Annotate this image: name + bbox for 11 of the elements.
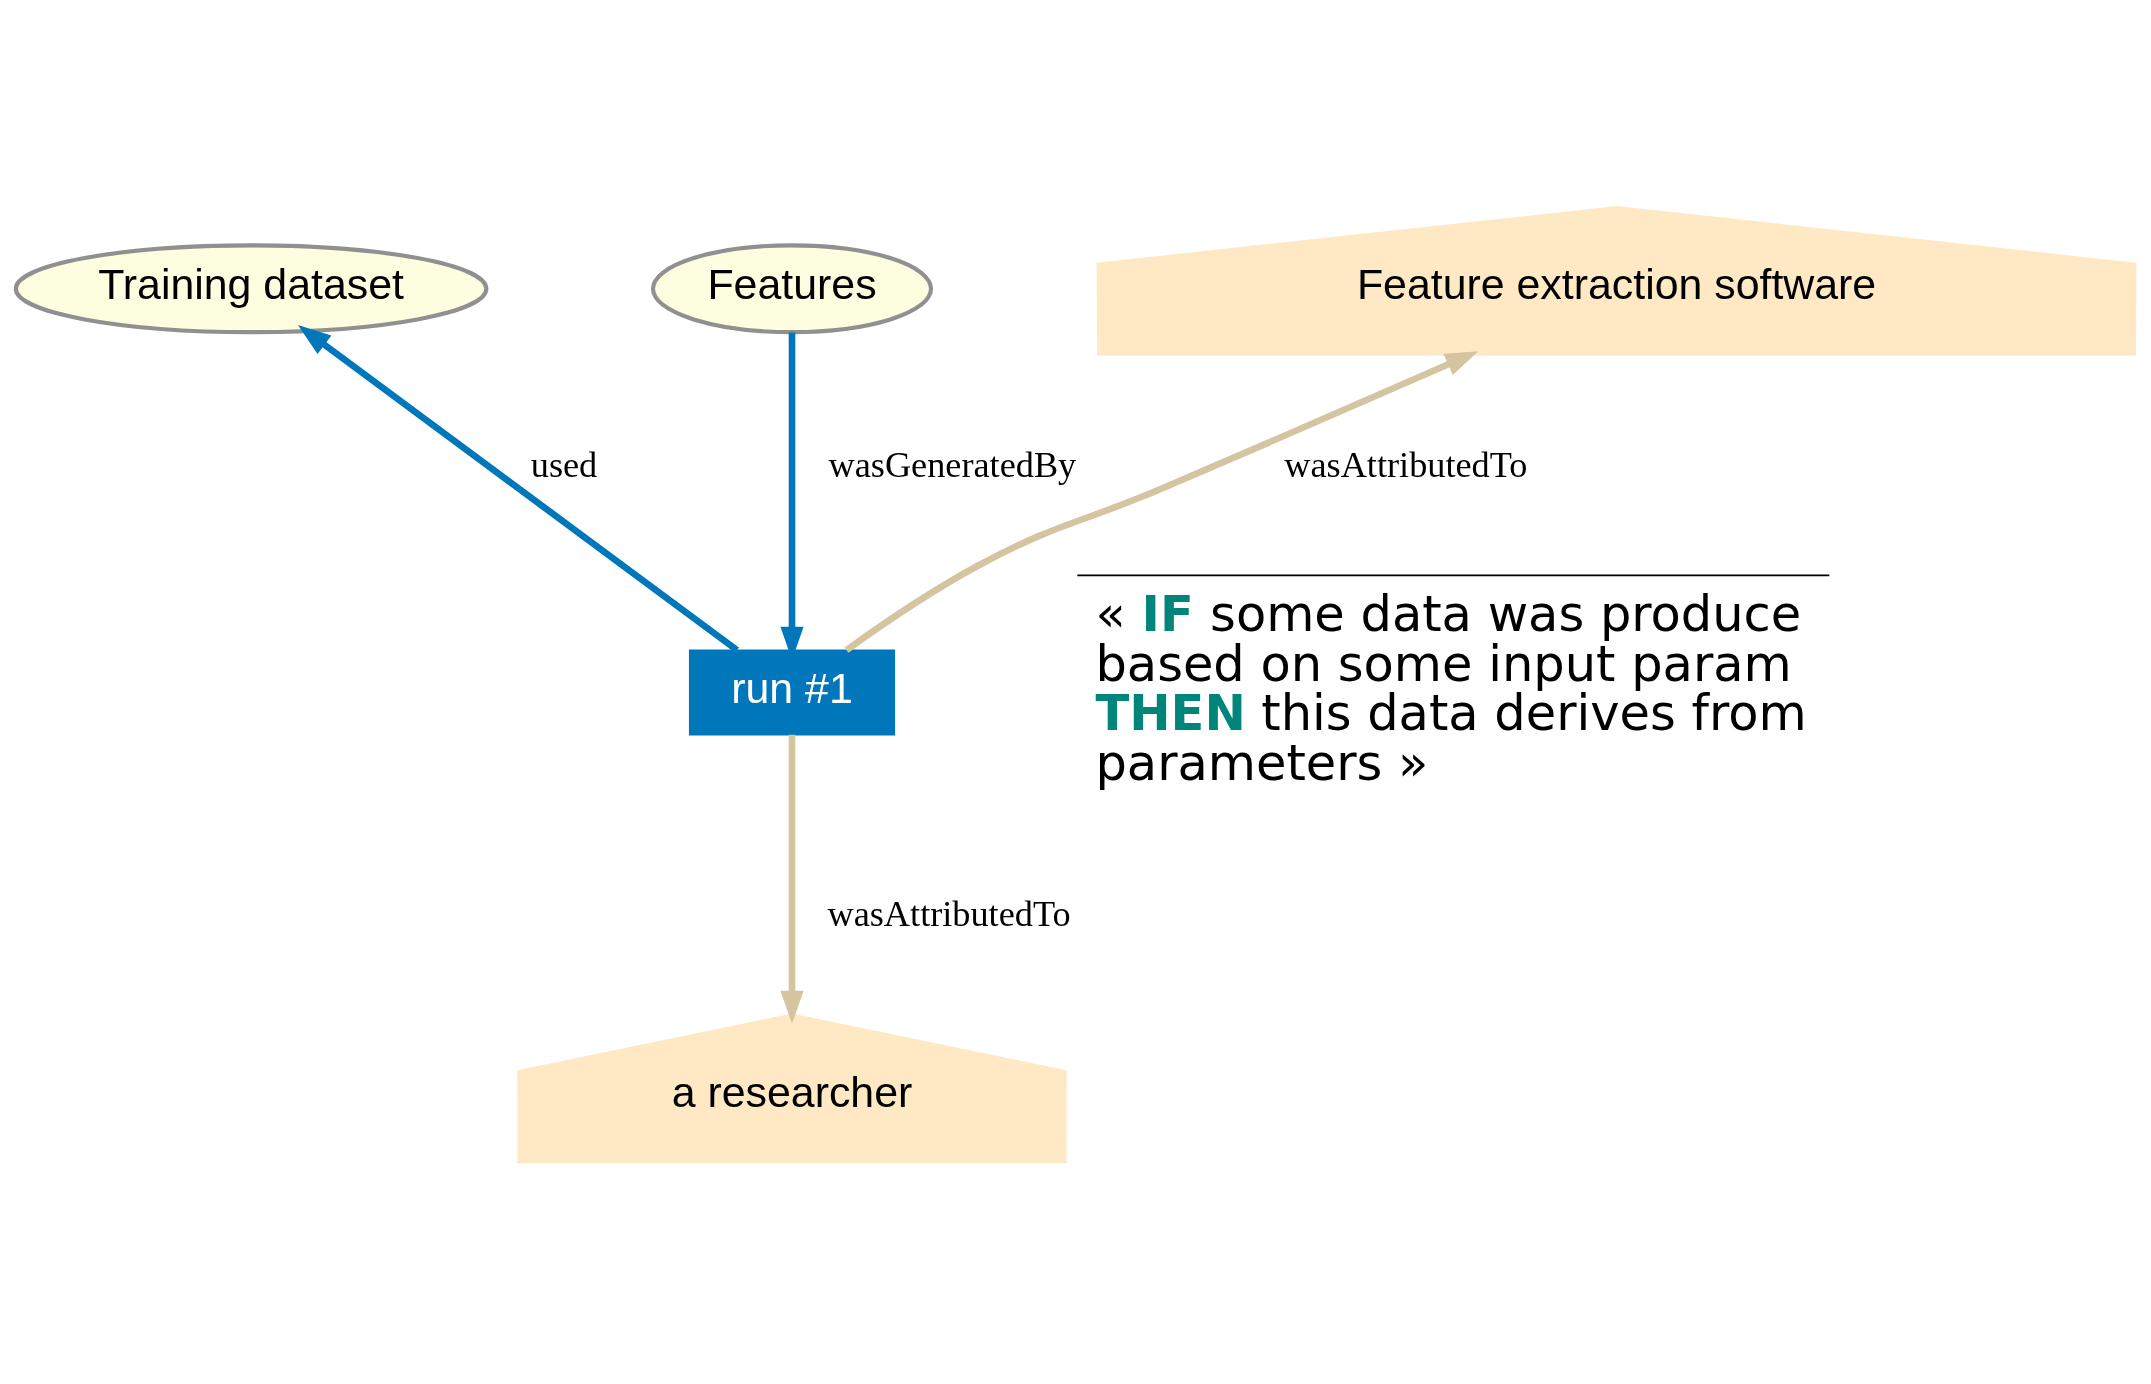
node-box: run #1 bbox=[688, 649, 896, 735]
edge-label: used bbox=[530, 444, 598, 485]
arrow bbox=[844, 350, 1479, 653]
node-ellipse: Features bbox=[650, 242, 934, 334]
edge-label: wasAttributedTo bbox=[827, 893, 1071, 934]
edge-label: wasAttributedTo bbox=[1284, 444, 1528, 485]
edge-label: wasGeneratedBy bbox=[828, 444, 1077, 485]
node-ellipse: Training dataset bbox=[13, 242, 489, 334]
label: « IF some data was produce based on some input param THEN this data derives from parameters » bbox=[1095, 584, 1807, 792]
arrow bbox=[780, 734, 804, 1024]
arrow bbox=[297, 324, 739, 653]
